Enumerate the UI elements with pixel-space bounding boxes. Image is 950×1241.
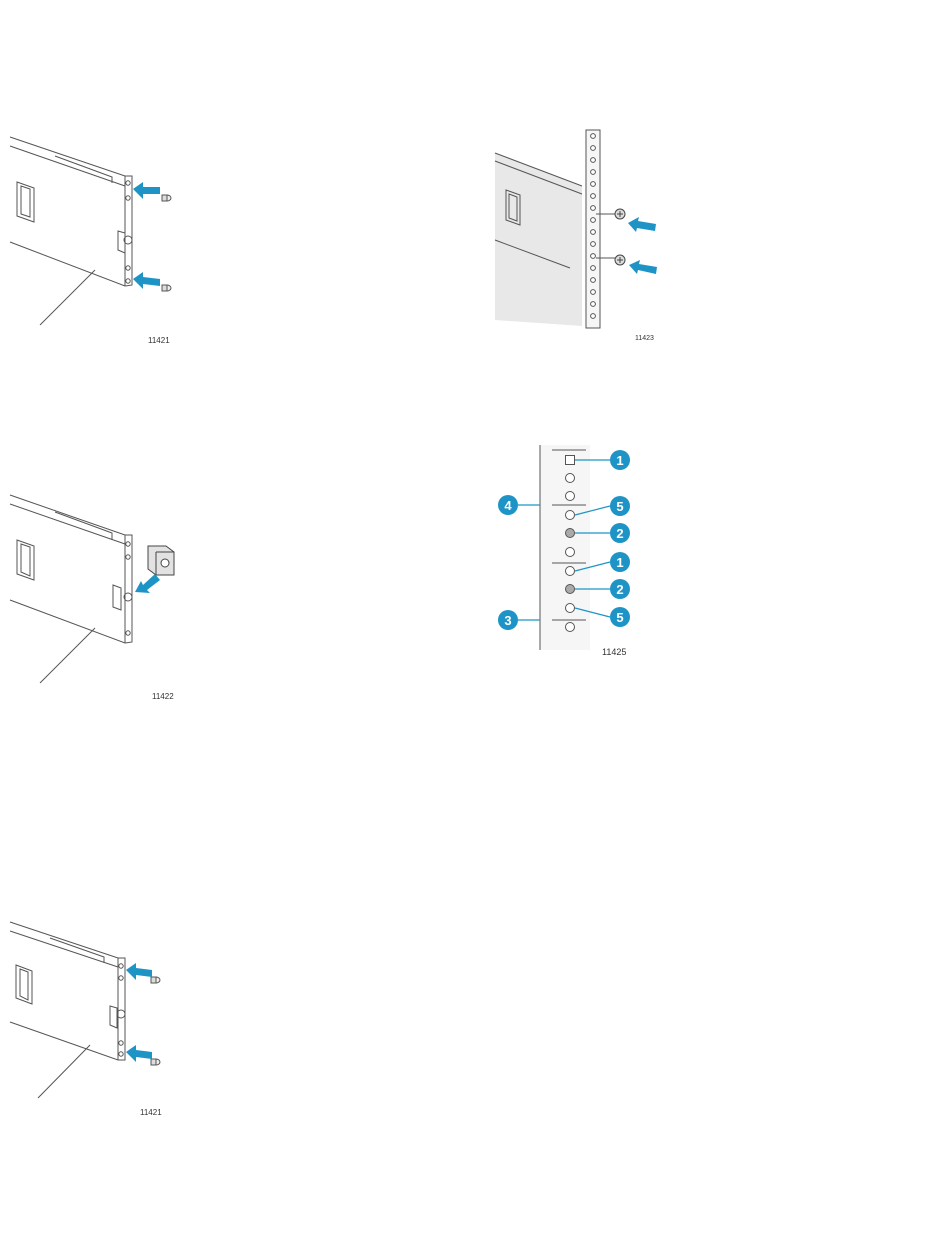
figure-id-label: 11423: [635, 335, 654, 342]
figure-id-label: 11422: [152, 692, 174, 701]
arrow-bottom: [133, 272, 160, 289]
arrow-bottom: [629, 260, 657, 274]
rail-outline: [10, 495, 132, 643]
svg-text:1: 1: [616, 555, 623, 570]
rail-slot: [113, 585, 121, 610]
figure-rack-screws: 11423: [490, 128, 670, 353]
callout-4: 4: [498, 495, 518, 515]
rail-panel: [495, 153, 582, 326]
pin-bottom: [151, 1059, 160, 1065]
arrow-top: [628, 217, 656, 232]
leader-line: [38, 1045, 90, 1098]
callout-3: 3: [498, 610, 518, 630]
leader-line: [40, 270, 95, 325]
arrow-top: [126, 963, 152, 980]
rail-slot: [110, 1006, 117, 1028]
figure-id-label: 11425: [602, 647, 626, 657]
rail-outline: [10, 137, 132, 286]
figure-rail-clip: 11422: [0, 480, 200, 705]
rail-pins-illustration: [0, 910, 200, 1135]
callout-2b: 2: [610, 579, 630, 599]
arrow-install-clip: [135, 574, 160, 593]
svg-text:4: 4: [504, 498, 512, 513]
rack-holes-illustration: 1 5 2 1 2 5 4 3: [490, 440, 670, 665]
callout-5a: 5: [610, 496, 630, 516]
pin-top: [151, 977, 160, 983]
figure-rail-pins-bottom: 11421: [0, 910, 200, 1135]
figure-id-label: 11421: [148, 336, 170, 345]
clip-nut: [148, 546, 174, 575]
svg-text:3: 3: [504, 613, 511, 628]
pin-top: [162, 195, 171, 201]
figure-rail-pins-top: 11421: [0, 128, 200, 353]
callout-2a: 2: [610, 523, 630, 543]
svg-text:2: 2: [616, 526, 623, 541]
svg-text:5: 5: [616, 499, 623, 514]
arrow-bottom: [126, 1045, 152, 1062]
arrow-top: [133, 182, 160, 199]
rail-outline: [10, 922, 125, 1060]
leader-line: [40, 628, 95, 683]
svg-text:2: 2: [616, 582, 623, 597]
callout-1a: 1: [610, 450, 630, 470]
rail-clip-illustration: [0, 480, 200, 705]
callout-5b: 5: [610, 607, 630, 627]
svg-text:1: 1: [616, 453, 623, 468]
pin-bottom: [162, 285, 171, 291]
figure-id-label: 11421: [140, 1108, 162, 1117]
rail-slot: [118, 231, 125, 253]
rack-column: [586, 130, 600, 328]
rail-pins-illustration: [0, 128, 200, 353]
svg-text:5: 5: [616, 610, 623, 625]
callout-1b: 1: [610, 552, 630, 572]
rack-screws-illustration: [490, 128, 670, 353]
figure-rack-hole-callouts: 1 5 2 1 2 5 4 3 11425: [490, 440, 670, 665]
